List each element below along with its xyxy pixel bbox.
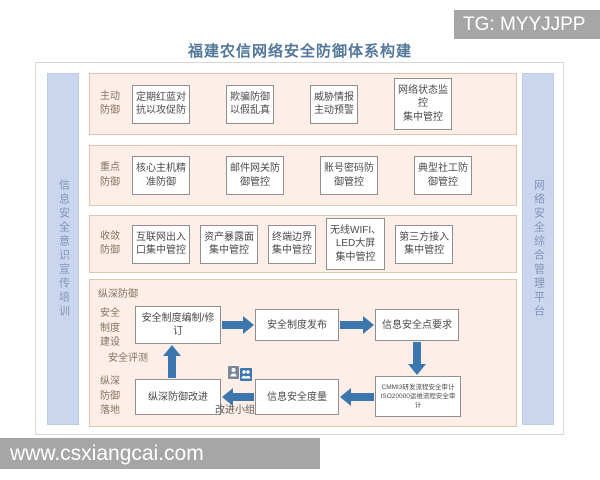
box-wifi-led-control: 无线WIFI、 LED大屏 集中管控 [326, 217, 386, 271]
box-social-engineering-control: 典型社工防 御管控 [414, 156, 472, 195]
sidebar-awareness-training: 信息安全意识宣传培训 [47, 73, 79, 425]
row-active-defense-label: 主动 防御 [100, 90, 120, 117]
sidebar-management-platform: 网络安全综合管理平台 [522, 73, 554, 425]
label-depth-defense-landing: 纵深 防御 落地 [100, 376, 120, 416]
box-threat-intel-warning: 威胁情报 主动预警 [310, 84, 358, 124]
diagram-title: 福建农信网络安全防御体系构建 [187, 43, 412, 60]
node-process-security-audit: CMMI3研发流程安全审计 ISO20000运维流程安全审 计 [375, 376, 461, 417]
improvement-team-icon [228, 366, 252, 381]
node-policy-release: 安全制度发布 [255, 309, 339, 341]
box-asset-exposure-control: 资产暴露面 集中管控 [200, 224, 258, 264]
sidebar-management-platform-label: 网络安全综合管理平台 [532, 179, 545, 319]
diagram-frame: 信息安全意识宣传培训 网络安全综合管理平台 主动 防御 定期红蓝对 抗以攻促防 … [35, 62, 564, 435]
tg-watermark: TG: MYYJJPP [454, 10, 600, 39]
box-mail-gateway-control: 邮件网关防 御管控 [226, 156, 284, 195]
row-active-defense: 主动 防御 定期红蓝对 抗以攻促防 欺骗防御 以假乱真 威胁情报 主动预警 网络… [89, 73, 517, 135]
box-third-party-access-control: 第三方接入 集中管控 [395, 224, 454, 264]
row-convergence-defense-label: 收敛 防御 [100, 230, 120, 257]
node-depth-defense-improvement: 纵深防御改进 [135, 379, 221, 415]
row-convergence-defense: 收敛 防御 互联网出入 口集中管控 资产暴露面 集中管控 终端边界 集中管控 无… [89, 215, 517, 273]
sidebar-awareness-training-label: 信息安全意识宣传培训 [57, 179, 70, 319]
arrow-left-icon [340, 388, 374, 406]
label-system-building: 安全 制度 建设 [100, 308, 120, 348]
box-internet-gateway-control: 互联网出入 口集中管控 [132, 224, 190, 264]
box-terminal-boundary-control: 终端边界 集中管控 [268, 224, 316, 264]
arrow-right-icon [222, 316, 254, 334]
box-red-blue-drill: 定期红蓝对 抗以攻促防 [132, 84, 190, 124]
row-key-defense: 重点 防御 核心主机精 准防御 邮件网关防 御管控 账号密码防 御管控 典型社工… [89, 145, 517, 206]
box-network-status-monitoring: 网络状态监 控 集中管控 [394, 77, 452, 131]
arrow-left-icon [222, 388, 254, 406]
arrow-up-icon [163, 345, 181, 378]
label-security-evaluation: 安全评测 [108, 353, 148, 364]
box-account-password-control: 账号密码防 御管控 [320, 156, 378, 195]
section-depth-defense-header: 纵深防御 [98, 289, 138, 300]
arrow-down-icon [408, 342, 426, 375]
row-key-defense-label: 重点 防御 [100, 162, 120, 188]
node-security-measurement: 信息安全度量 [255, 379, 339, 415]
box-deception-defense: 欺骗防御 以假乱真 [226, 84, 274, 124]
section-depth-defense: 纵深防御 安全 制度 建设 安全评测 纵深 防御 落地 安全制度编制/修 订 安… [89, 279, 517, 427]
improvement-team-label: 改进小组 [215, 405, 255, 416]
arrow-right-icon [340, 316, 374, 334]
node-security-point-requirements: 信息安全点要求 [375, 309, 459, 341]
site-watermark: www.csxiangcai.com [0, 438, 320, 469]
node-policy-drafting: 安全制度编制/修 订 [135, 306, 221, 344]
box-core-host-defense: 核心主机精 准防御 [132, 156, 190, 195]
